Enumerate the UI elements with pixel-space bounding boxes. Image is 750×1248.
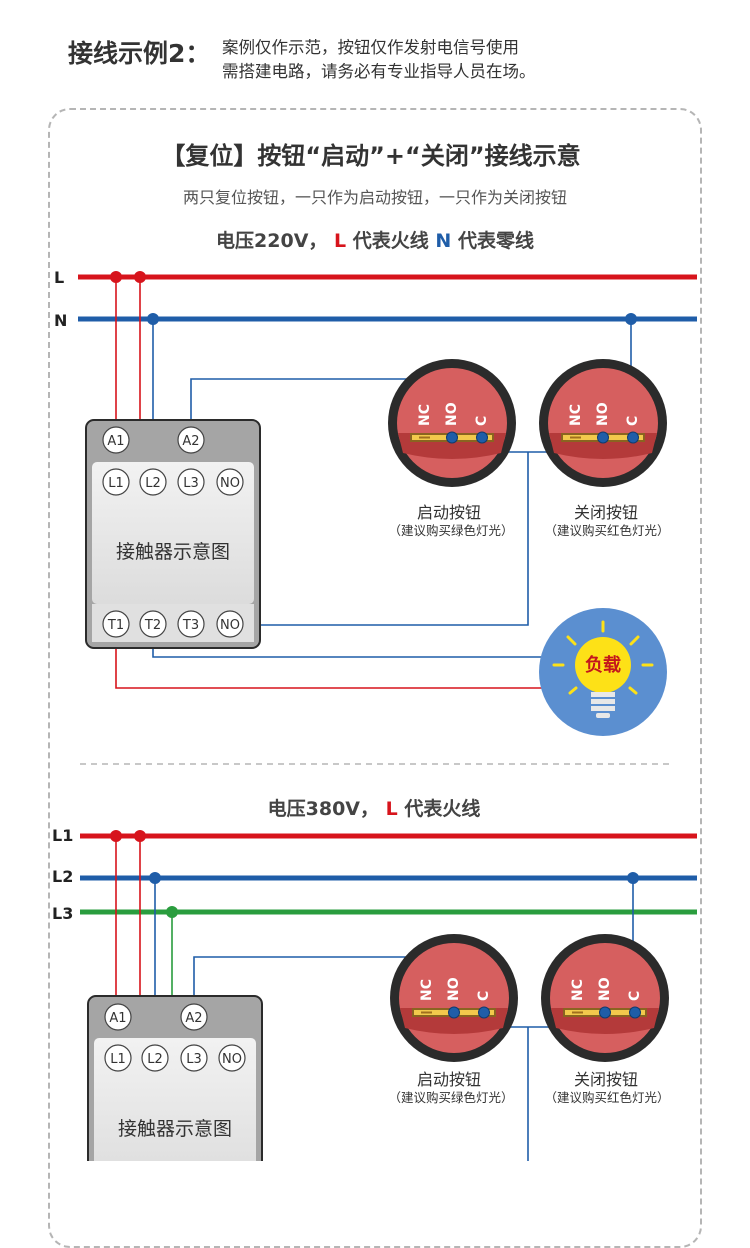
terminal-no-upper: NO [220,476,240,491]
terminal-no-upper: NO [222,1052,242,1067]
terminal-t2: T2 [144,618,161,633]
terminal-a2: A2 [182,434,199,449]
contactor-2: A1 A2 L1 L2 L3 NO 接触器示意图 [87,995,263,1161]
n-letter: N [435,230,451,252]
terminal-l1: L1 [110,1052,126,1067]
stop-button-label: 关闭按钮 [574,1070,638,1089]
load-bulb-icon [539,608,667,736]
junction-dot [625,313,637,325]
l-letter: L [334,230,346,252]
contactor-title: 接触器示意图 [116,541,230,563]
header-desc-line1: 案例仅作示范，按钮仅作发射电信号使用 [222,38,519,57]
line-l3-label: L3 [52,904,73,923]
l-meaning-text-2: 代表火线 [403,797,480,820]
contactor-1: A1 A2 L1 L2 L3 NO 接触器示意图 T1 T2 T3 NO [85,419,261,649]
stop-button-1 [538,358,668,488]
header-title: 接线示例2： [68,39,211,68]
section1-title: 【复位】按钮“启动”+“关闭”接线示意 [161,142,580,170]
junction-dot [147,313,159,325]
terminal-l3: L3 [183,476,199,491]
junction-dot [149,872,161,884]
voltage-220v-text: 电压220V， [216,229,327,252]
stop-button-note: （建议购买红色灯光） [544,1090,669,1105]
junction-dot [134,271,146,283]
start-button-2 [389,933,519,1063]
terminal-a1: A1 [107,434,124,449]
voltage-380v-text: 电压380V， [268,797,379,820]
n-meaning-text: 代表零线 [457,229,534,252]
start-button-note: （建议购买绿色灯光） [388,1090,513,1105]
wiring-diagram: NC NO C 【复位】按钮“启动”+“关闭”接线示意 两只复位按钮，一只作为启… [52,142,697,1161]
terminal-l2: L2 [145,476,161,491]
header-description: 案例仅作示范，按钮仅作发射电信号使用 需搭建电路，请务必有专业指导人员在场。 [222,36,536,84]
start-button-label: 启动按钮 [417,503,481,522]
l-letter-2: L [386,798,398,820]
start-button-1 [387,358,517,488]
terminal-a2: A2 [185,1011,202,1026]
section1-voltage: 电压220V， L 代表火线 N 代表零线 [216,229,534,252]
terminal-a1: A1 [109,1011,126,1026]
terminal-no-lower: NO [220,618,240,633]
line-l-label: L [54,268,64,287]
junction-dot [134,830,146,842]
junction-dot [166,906,178,918]
junction-dot [110,830,122,842]
header-desc-line2: 需搭建电路，请务必有专业指导人员在场。 [222,62,536,81]
section2-voltage: 电压380V， L 代表火线 [268,797,481,820]
line-l1-label: L1 [52,826,73,845]
start-button-note: （建议购买绿色灯光） [388,523,513,538]
start-button-label: 启动按钮 [417,1070,481,1089]
junction-dot [110,271,122,283]
junction-dot [627,872,639,884]
terminal-l3: L3 [186,1052,202,1067]
stop-button-note: （建议购买红色灯光） [544,523,669,538]
load-label: 负载 [585,654,621,676]
section1-subtitle: 两只复位按钮，一只作为启动按钮，一只作为关闭按钮 [183,188,567,207]
line-l2-label: L2 [52,867,73,886]
terminal-t3: T3 [182,618,199,633]
stop-button-label: 关闭按钮 [574,503,638,522]
terminal-l1: L1 [108,476,124,491]
l-meaning-text: 代表火线 [352,229,436,252]
terminal-l2: L2 [147,1052,163,1067]
stop-button-2 [540,933,670,1063]
terminal-t1: T1 [107,618,124,633]
line-n-label: N [54,311,67,330]
contactor-title: 接触器示意图 [118,1118,232,1140]
